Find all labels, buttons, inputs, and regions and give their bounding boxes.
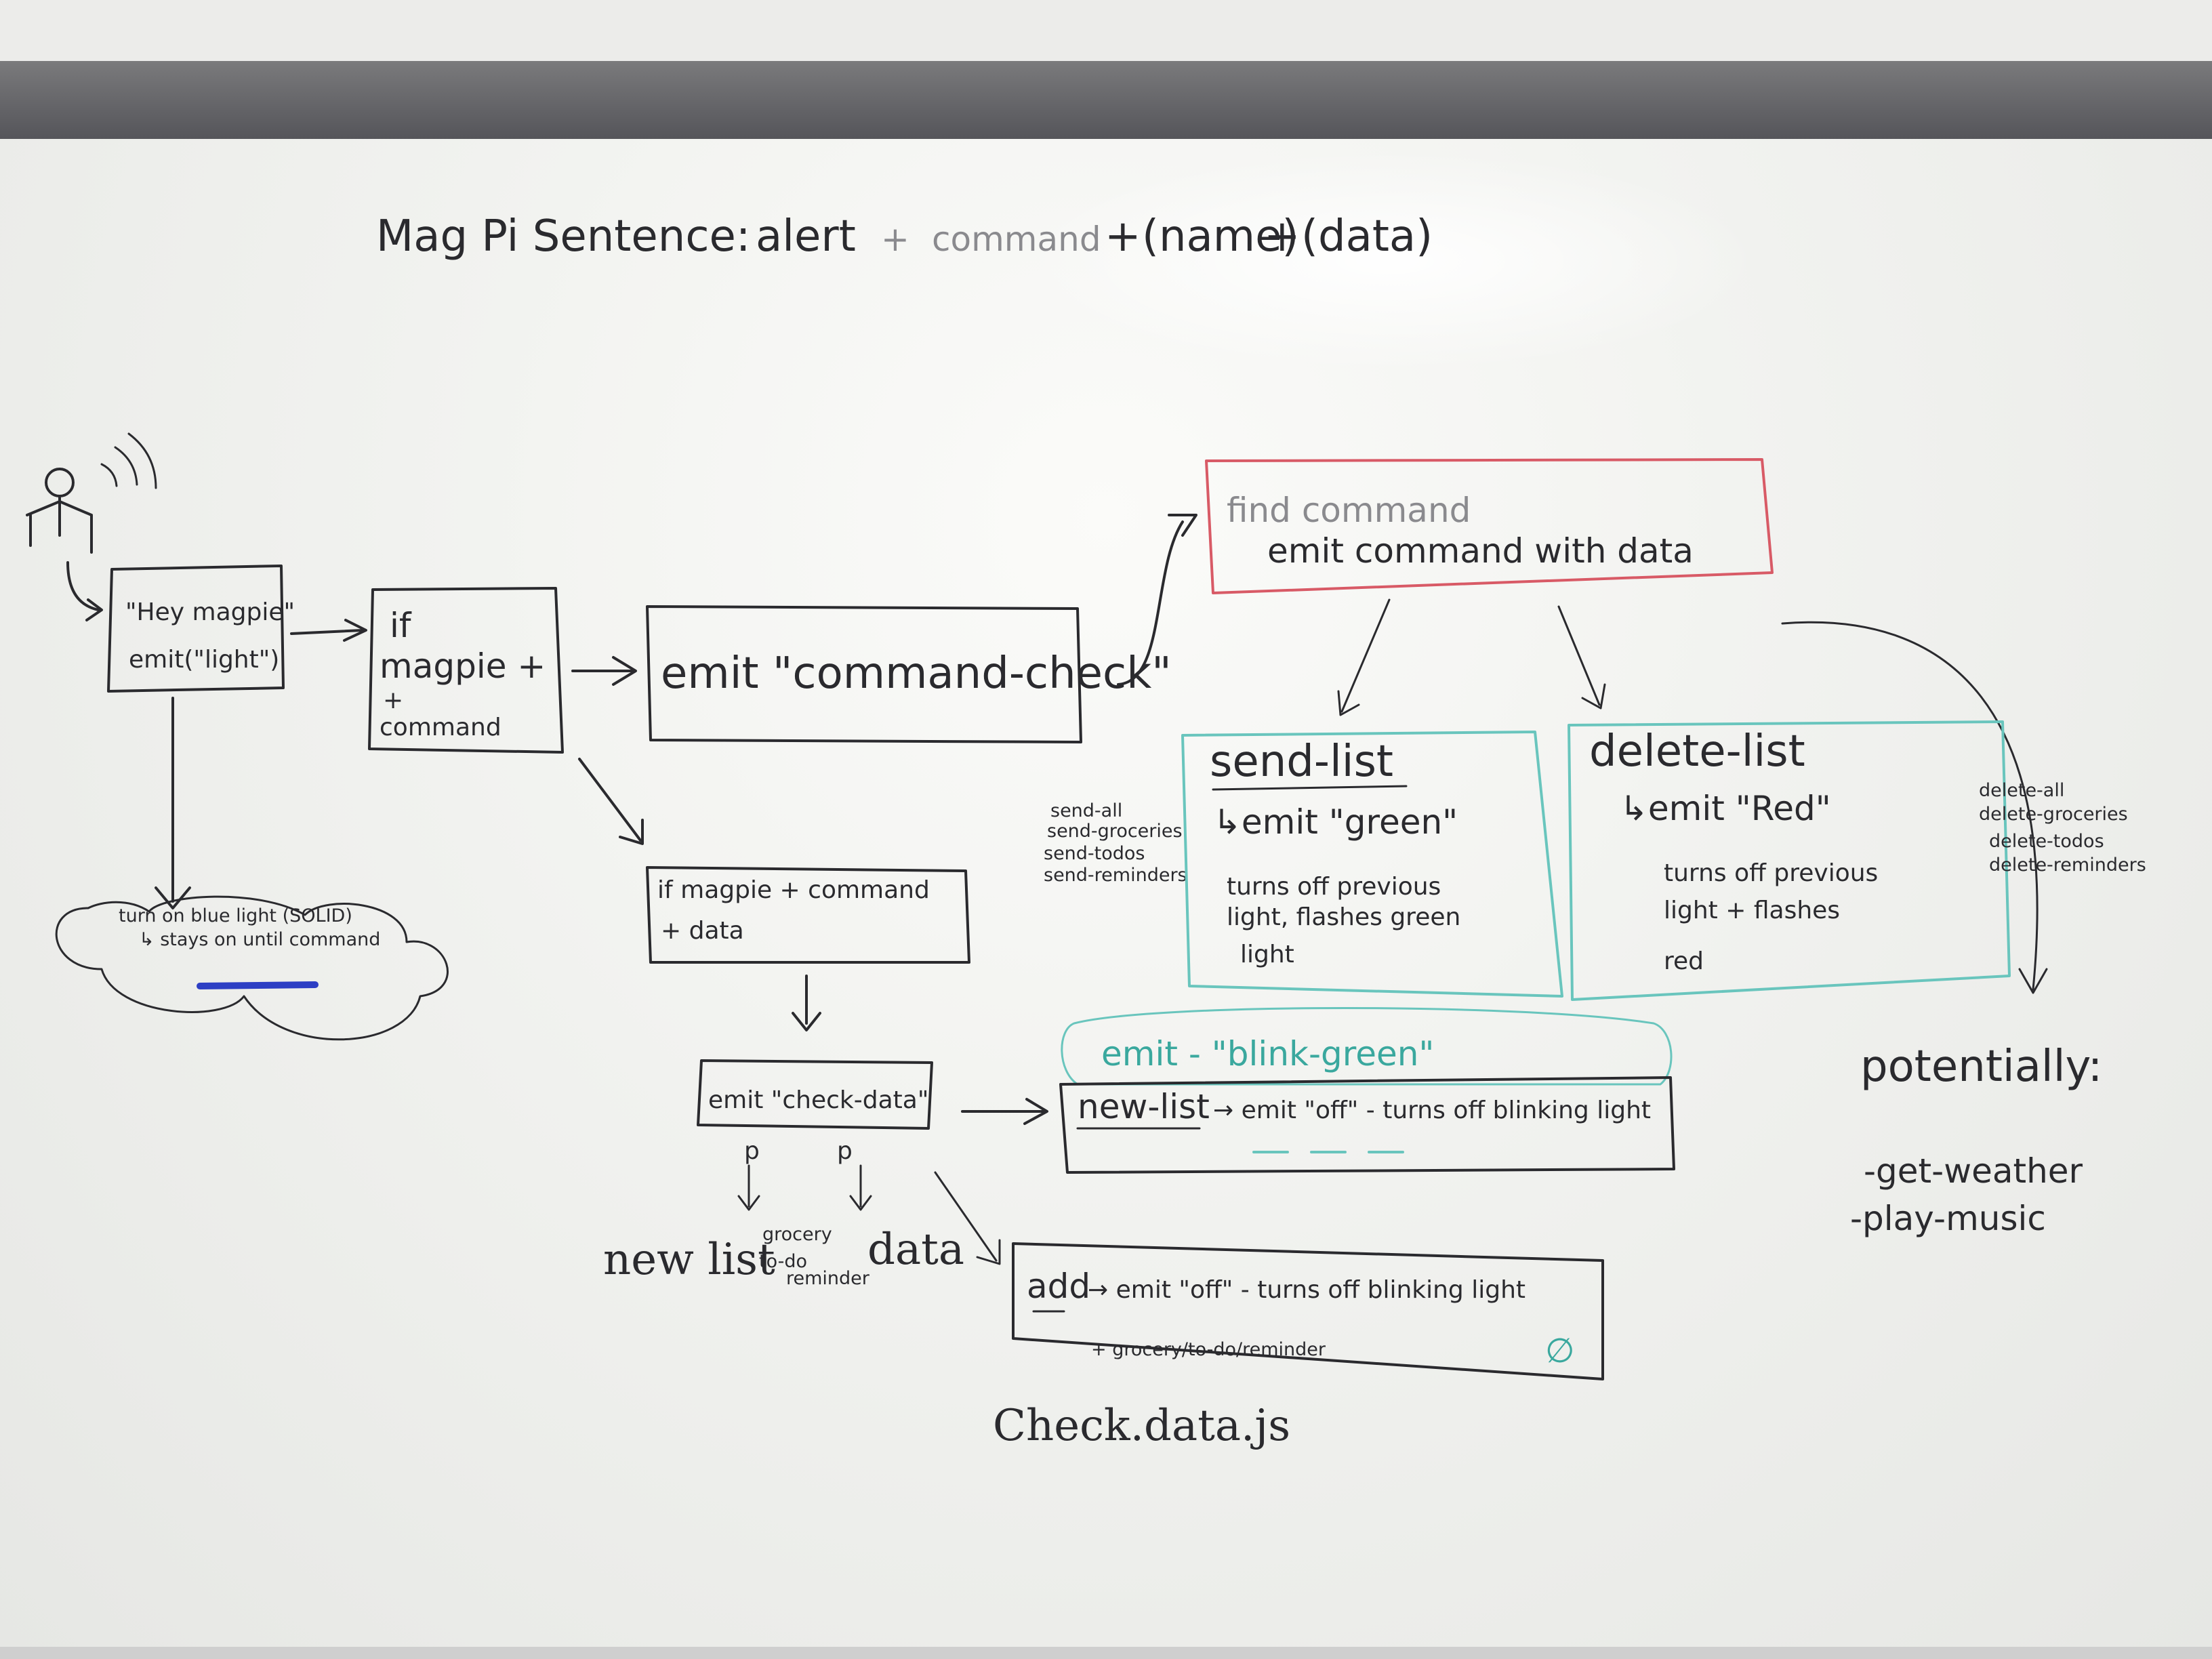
command-check-text: emit "command-check" [661, 649, 1172, 699]
check-data-box: emit "check-data" [697, 1059, 933, 1130]
todo-label: to-do [759, 1251, 807, 1272]
sentence-plus-3: + [1264, 211, 1300, 262]
add-box: add → emit "off" - turns off blinking li… [1012, 1242, 1604, 1380]
delete-list-emit: ↳emit "Red" [1620, 789, 1831, 828]
new-list-label: new list [603, 1235, 775, 1285]
send-list-underline [1212, 785, 1408, 791]
blue-light-cloud: turn on blue light (SOLID) ↳ stays on un… [55, 895, 449, 1041]
send-option: send-all [1050, 800, 1122, 821]
emit-command-with-data-text: emit command with data [1267, 531, 1694, 571]
arrow-to-delete-list [1557, 605, 1606, 710]
blink-green-header: emit - "blink-green" [1101, 1034, 1434, 1073]
title-label: Mag Pi Sentence: [376, 211, 750, 262]
if-magpie-command-data-box: if magpie + command + data [646, 866, 970, 964]
if-text: if [390, 606, 412, 645]
new-list-text: new-list [1078, 1087, 1210, 1126]
send-option: send-reminders [1044, 865, 1187, 886]
arrow-to-send-list [1337, 598, 1391, 716]
blue-light-text: turn on blue light (SOLID) [119, 905, 352, 926]
arrow-hey-to-if [290, 619, 367, 642]
delete-list-title: delete-list [1589, 726, 1805, 777]
empty-set-icon: ∅ [1545, 1331, 1575, 1370]
arrow-branch [849, 1164, 872, 1211]
potentially-item: -play-music [1850, 1199, 2046, 1238]
arrow-branch [737, 1164, 760, 1211]
send-list-title: send-list [1210, 737, 1393, 787]
send-options-list: send-all send-groceries send-todos send-… [1044, 800, 1187, 886]
wall-background [0, 0, 2212, 61]
delete-list-box: delete-list ↳emit "Red" turns off previo… [1568, 720, 2011, 1001]
sentence-data: (data) [1301, 211, 1433, 262]
sentence-plus-2: + [1105, 211, 1141, 262]
emit-light-text: emit("light") [129, 646, 279, 674]
send-list-desc: light [1240, 941, 1294, 968]
sentence-name: (name) [1142, 211, 1298, 262]
send-list-emit: ↳emit "green" [1213, 802, 1458, 842]
check-data-text: emit "check-data" [708, 1086, 928, 1114]
send-list-box: send-list ↳emit "green" turns off previo… [1181, 731, 1563, 998]
check-data-filename: Check.data.js [993, 1401, 1290, 1451]
grocery-label: grocery [762, 1224, 832, 1245]
delete-option: delete-all [1979, 780, 2064, 801]
title-sentence: Mag Pi Sentence: alert + command + (name… [376, 211, 1433, 262]
branch-p-label: p [744, 1137, 760, 1165]
arrow-to-cloud [155, 697, 191, 909]
arrow-to-check-data [792, 975, 821, 1031]
data-label: data [867, 1225, 964, 1275]
new-list-emit-text: → emit "off" - turns off blinking light [1213, 1097, 1651, 1124]
plus-text: + [383, 687, 403, 714]
sentence-plus-1: + [881, 220, 909, 259]
board-bottom-edge [0, 1647, 2212, 1659]
delete-list-desc: turns off previous [1664, 859, 1878, 887]
command-text: command [380, 714, 501, 741]
plus-data-text: + data [661, 917, 744, 945]
delete-options-list: delete-all delete-groceries delete-todos… [1979, 780, 2146, 876]
hey-magpie-text: "Hey magpie" [125, 598, 295, 626]
send-list-desc: turns off previous [1227, 873, 1441, 901]
if-magpie-command-text: if magpie + command [657, 876, 930, 904]
send-list-desc: light, flashes green [1227, 903, 1460, 931]
reminder-label: reminder [786, 1268, 870, 1289]
hey-magpie-box: "Hey magpie" emit("light") [107, 565, 295, 693]
arrow-to-potentially [1781, 621, 2048, 994]
potentially-item: -get-weather [1864, 1151, 2083, 1191]
delete-option: delete-reminders [1989, 855, 2146, 876]
whiteboard [0, 139, 2212, 1647]
blue-light-stroke [197, 981, 319, 989]
light-glare [1017, 149, 1762, 373]
branch-p-label: p [837, 1137, 853, 1165]
sentence-alert: alert [756, 211, 856, 262]
arrow-if-to-command-check [571, 656, 637, 686]
add-text: add [1027, 1267, 1090, 1306]
stays-on-text: ↳ stays on until command [139, 929, 380, 950]
potentially-list: potentially: -get-weather -play-music [1850, 1042, 2102, 1238]
arrow-to-find-box [1117, 514, 1197, 686]
if-magpie-command-box: if magpie + + command [368, 587, 564, 754]
add-emit-text: → emit "off" - turns off blinking light [1088, 1276, 1525, 1304]
arrow-to-data-box [578, 758, 644, 845]
sentence-command: command [932, 220, 1101, 259]
delete-option: delete-groceries [1979, 804, 2128, 825]
check-data-branches: p p new list grocery to-do reminder data [603, 1137, 1001, 1289]
delete-list-desc: light + flashes [1664, 897, 1840, 924]
add-sub-text: + grocery/to-do/reminder [1091, 1339, 1326, 1360]
blink-green-box: emit - "blink-green" new-list → emit "of… [1059, 1007, 1675, 1174]
potentially-title: potentially: [1860, 1042, 2102, 1092]
whiteboard-rail [0, 61, 2212, 139]
arrow-to-add-box [934, 1171, 1001, 1265]
send-option: send-todos [1044, 843, 1145, 864]
arrow-to-new-list-box [961, 1098, 1048, 1125]
delete-list-desc: red [1664, 947, 1704, 975]
delete-option: delete-todos [1989, 831, 2104, 852]
send-option: send-groceries [1047, 821, 1183, 842]
person-icon [26, 432, 157, 621]
find-command-text: find command [1227, 491, 1471, 530]
find-command-box: find command emit command with data [1205, 458, 1774, 594]
command-check-box: emit "command-check" [646, 605, 1172, 743]
magpie-plus-text: magpie + [380, 647, 546, 686]
